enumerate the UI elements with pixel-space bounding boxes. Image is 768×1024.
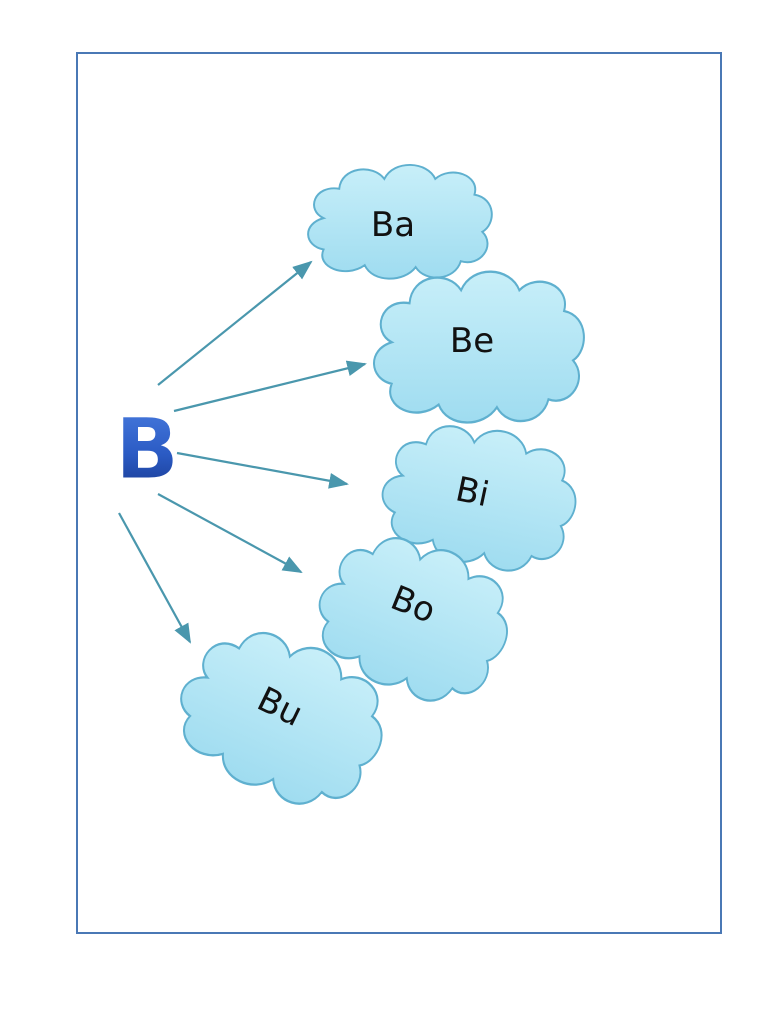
arrows: [118, 260, 367, 644]
cloud-label-be: Be: [450, 321, 494, 361]
arrow-to-bu: [118, 512, 191, 644]
arrow-to-bo: [157, 493, 303, 573]
arrow-to-ba: [157, 260, 313, 386]
cloud-label-bi: Bi: [452, 469, 492, 515]
cloud-label-ba: Ba: [371, 205, 415, 245]
arrow-to-be: [173, 360, 367, 413]
arrow-to-bi: [176, 451, 349, 489]
root-letter-b: B: [115, 400, 179, 498]
